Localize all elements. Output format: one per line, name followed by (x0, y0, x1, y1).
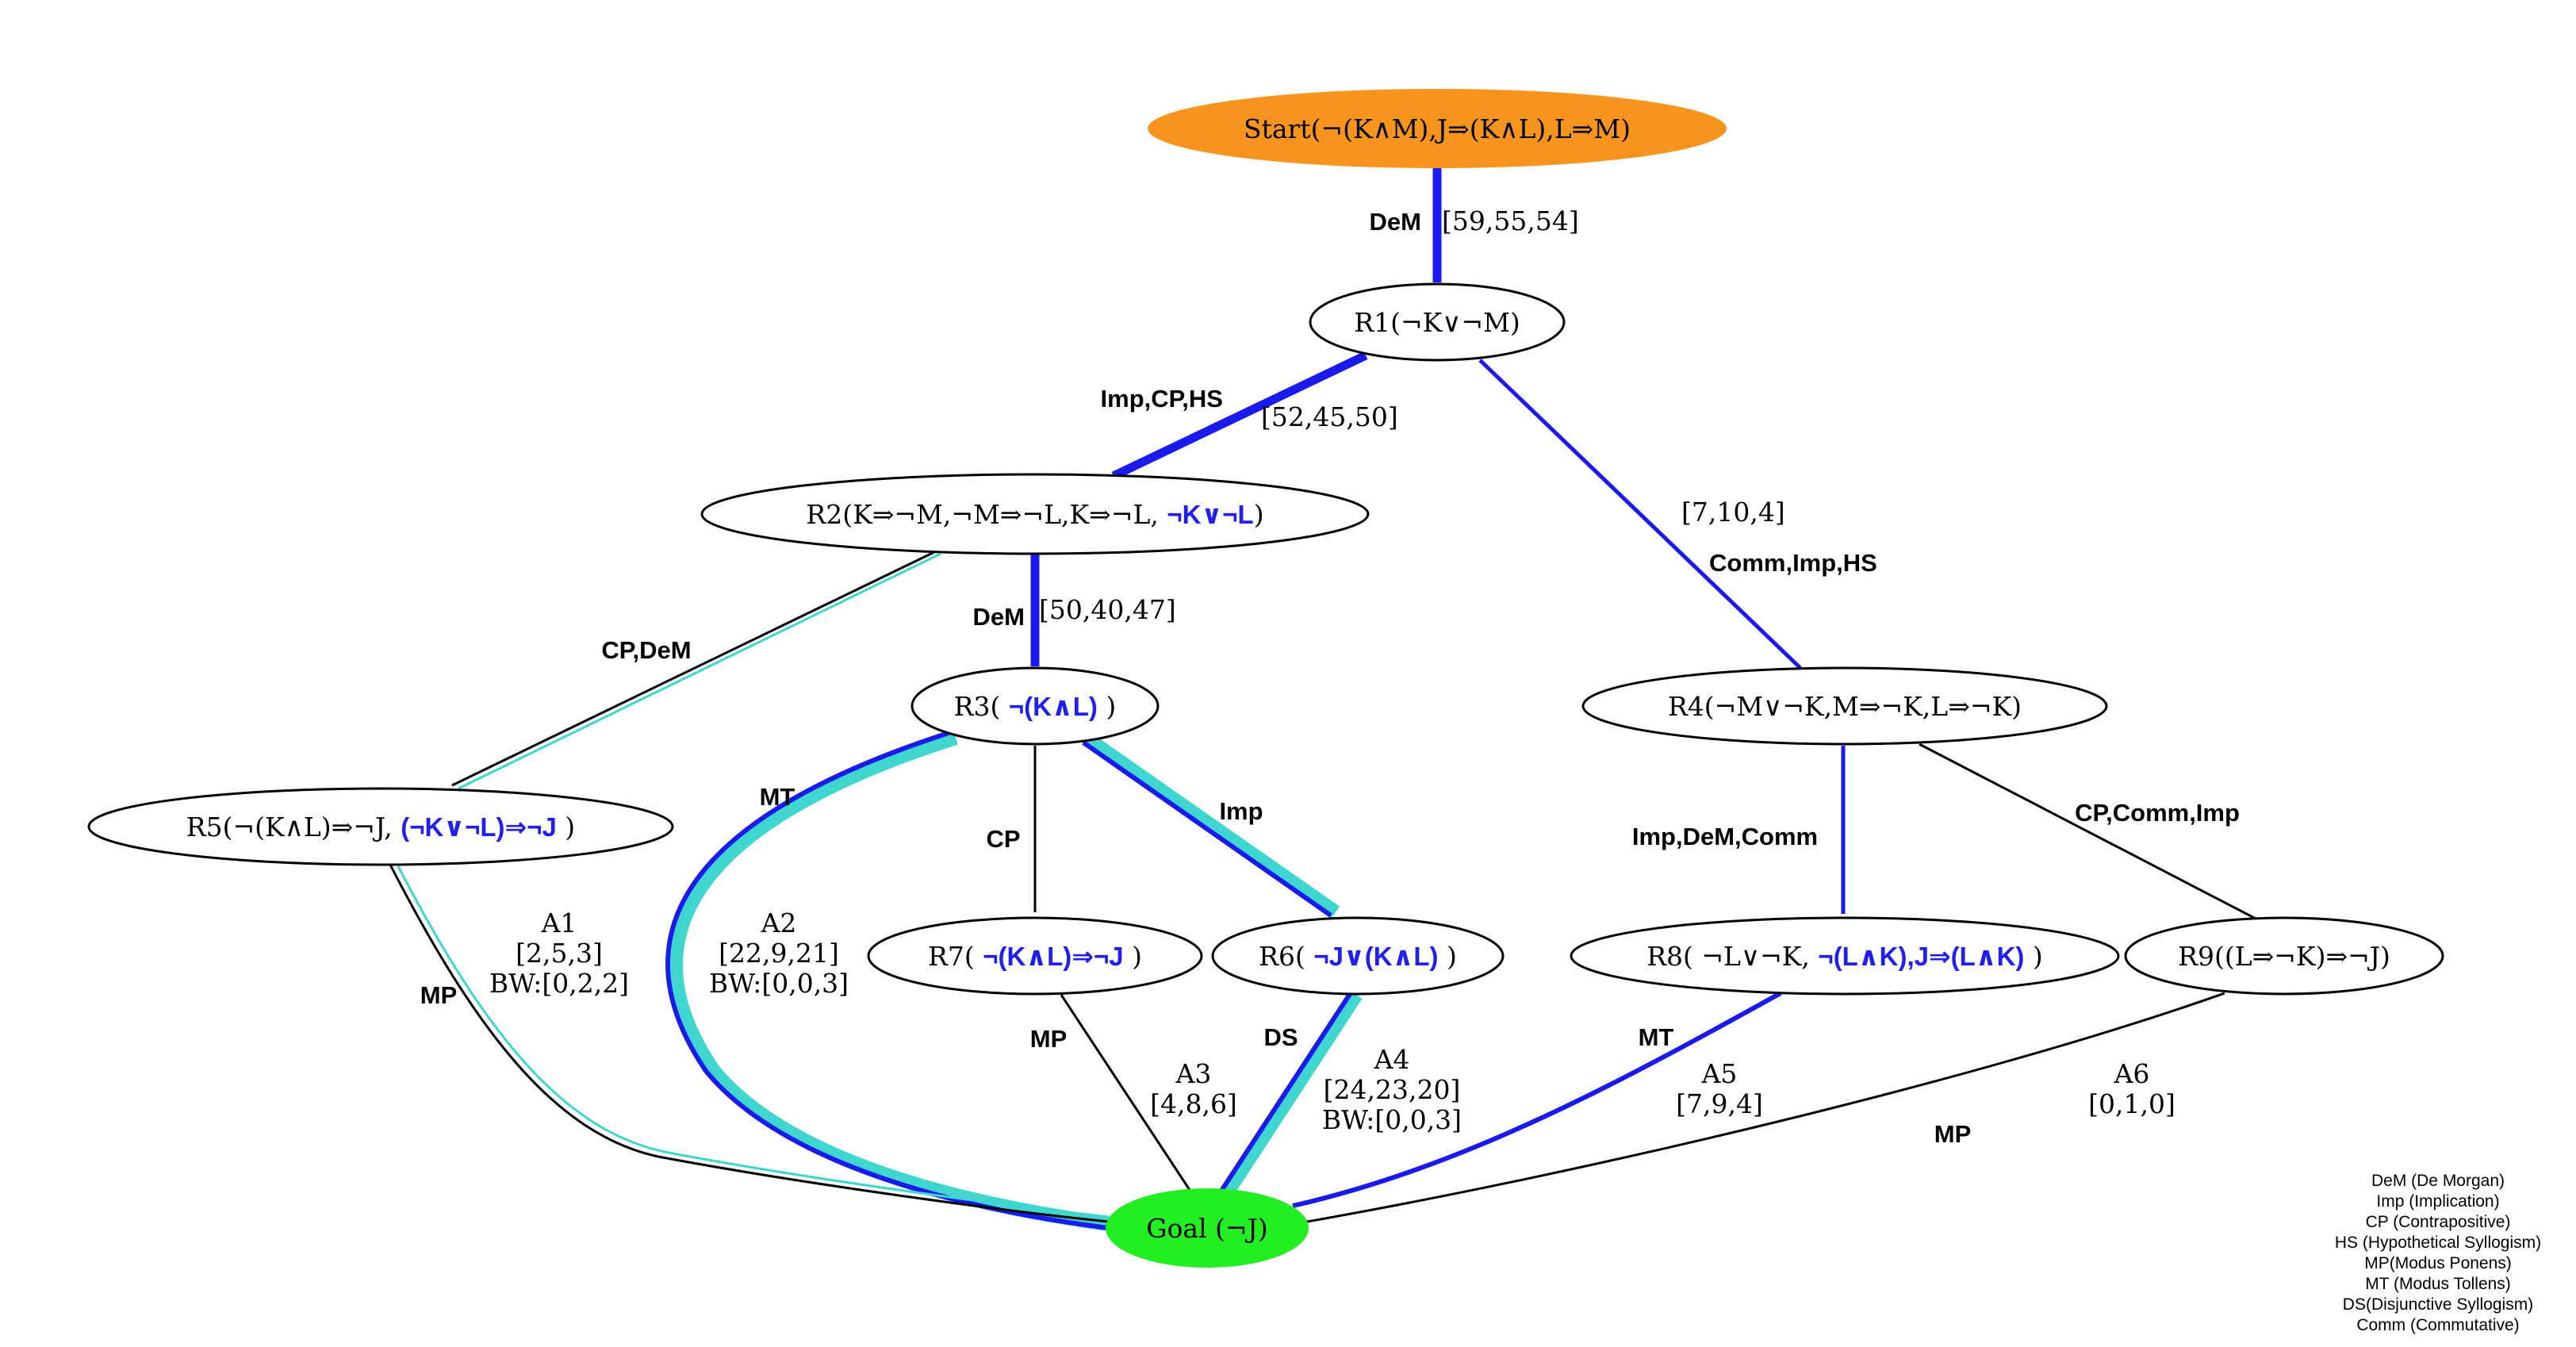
edge-label-r3-r7-rule: CP (986, 825, 1020, 853)
edge-label-r1-r4-rule: Comm,Imp,HS (1709, 549, 1877, 577)
edge-r4-r9 (1919, 743, 2260, 922)
legend-item: Comm (Commutative) (2356, 1316, 2519, 1334)
edge-label-r8-goal-rule: MT (1639, 1023, 1674, 1051)
node-r6-label: R6( ¬J∨(K∧L) ) (1259, 941, 1457, 972)
svg-text:[24,23,20]: [24,23,20] (1324, 1074, 1461, 1105)
node-r8-label: R8( ¬L∨¬K, ¬(L∧K),J⇒(L∧K) ) (1646, 941, 2043, 972)
edge-label-r2-r5-rule: CP,DeM (601, 636, 691, 664)
node-r5-label: R5(¬(K∧L)⇒¬J, (¬K∨¬L)⇒¬J ) (186, 812, 575, 842)
svg-text:[2,5,3]: [2,5,3] (516, 938, 603, 969)
node-r4[interactable]: R4(¬M∨¬K,M⇒¬K,L⇒¬K) (1581, 666, 2108, 746)
edge-label-r9-goal-rule: MP (1934, 1120, 1972, 1148)
edge-label-r3-goal-rule: MT (760, 783, 795, 811)
node-r7[interactable]: R7( ¬(K∧L)⇒¬J ) (867, 916, 1203, 996)
answer-a3: A3 [4,8,6] (1150, 1058, 1237, 1119)
answer-a1: A1 [2,5,3] BW:[0,2,2] (489, 908, 629, 999)
edge-label-r1-r2-values: [52,45,50] (1261, 401, 1398, 432)
svg-text:A2: A2 (761, 908, 797, 938)
svg-text:A6: A6 (2114, 1058, 2150, 1089)
node-goal-label: Goal (¬J) (1146, 1213, 1268, 1244)
edge-label-r5-goal-rule: MP (420, 981, 458, 1009)
edge-r7-goal (1060, 994, 1191, 1191)
edge-label-r6-goal-rule: DS (1263, 1023, 1298, 1051)
edge-label-r2-r3-values: [50,40,47] (1039, 594, 1176, 625)
answer-a5: A5 [7,9,4] (1676, 1058, 1763, 1119)
node-r3-label: R3( ¬(K∧L) ) (954, 691, 1117, 722)
edge-r8-goal (1292, 991, 1782, 1208)
edge-r2-r5 (451, 551, 941, 790)
edge-label-r1-r4-values: [7,10,4] (1681, 497, 1785, 528)
edge-label-r4-r8-rule: Imp,DeM,Comm (1632, 823, 1818, 850)
legend-item: MP(Modus Ponens) (2364, 1254, 2512, 1272)
edge-label-r1-r2-rule: Imp,CP,HS (1101, 385, 1223, 413)
edges (389, 168, 2260, 1231)
edge-label-start-r1-values: [59,55,54] (1442, 205, 1579, 236)
node-r8[interactable]: R8( ¬L∨¬K, ¬(L∧K),J⇒(L∧K) ) (1570, 916, 2120, 996)
node-r2-label: R2(K⇒¬M,¬M⇒¬L,K⇒¬L, ¬K∨¬L) (806, 499, 1263, 530)
legend-item: DeM (De Morgan) (2371, 1172, 2505, 1190)
edge-labels: DeM [59,55,54] Imp,CP,HS [52,45,50] [7,1… (420, 205, 2240, 1148)
node-r4-label: R4(¬M∨¬K,M⇒¬K,L⇒¬K) (1668, 691, 2022, 722)
legend-item: MT (Modus Tollens) (2365, 1275, 2511, 1293)
node-r2[interactable]: R2(K⇒¬M,¬M⇒¬L,K⇒¬L, ¬K∨¬L) (700, 473, 1370, 555)
answer-a2: A2 [22,9,21] BW:[0,0,3] (709, 908, 849, 999)
edge-r1-r2 (1111, 351, 1368, 480)
svg-text:[7,9,4]: [7,9,4] (1676, 1088, 1763, 1119)
svg-text:A4: A4 (1374, 1044, 1410, 1075)
edge-r9-goal (1306, 992, 2225, 1223)
node-start-label: Start(¬(K∧M),J⇒(K∧L),L⇒M) (1244, 113, 1631, 144)
node-r1-label: R1(¬K∨¬M) (1354, 307, 1520, 338)
legend-item: CP (Contrapositive) (2366, 1213, 2511, 1231)
nodes: Start(¬(K∧M),J⇒(K∧L),L⇒M) R1(¬K∨¬M) R2(K… (87, 89, 2444, 1268)
answer-a6: A6 [0,1,0] (2088, 1058, 2175, 1119)
node-start[interactable]: Start(¬(K∧M),J⇒(K∧L),L⇒M) (1148, 89, 1727, 168)
legend-item: DS(Disjunctive Syllogism) (2343, 1295, 2533, 1314)
svg-text:[22,9,21]: [22,9,21] (719, 938, 839, 969)
node-r5[interactable]: R5(¬(K∧L)⇒¬J, (¬K∨¬L)⇒¬J ) (87, 787, 674, 866)
svg-text:A3: A3 (1175, 1058, 1212, 1089)
svg-text:[0,1,0]: [0,1,0] (2088, 1088, 2175, 1119)
legend-item: Imp (Implication) (2376, 1192, 2499, 1211)
node-r9[interactable]: R9((L⇒¬K)⇒¬J) (2124, 916, 2444, 996)
svg-text:A1: A1 (541, 908, 577, 938)
svg-text:BW:[0,0,3]: BW:[0,0,3] (709, 968, 849, 999)
node-r6[interactable]: R6( ¬J∨(K∧L) ) (1211, 916, 1505, 996)
answer-a4: A4 [24,23,20] BW:[0,0,3] (1322, 1044, 1462, 1135)
edge-r3-goal (665, 731, 1110, 1231)
answer-labels: A1 [2,5,3] BW:[0,2,2] A2 [22,9,21] BW:[0… (489, 908, 2175, 1135)
edge-label-r4-r9-rule: CP,Comm,Imp (2075, 799, 2240, 827)
svg-text:BW:[0,0,3]: BW:[0,0,3] (1322, 1104, 1462, 1135)
legend-item: HS (Hypothetical Syllogism) (2335, 1234, 2541, 1252)
svg-text:BW:[0,2,2]: BW:[0,2,2] (489, 968, 629, 999)
edge-r1-r4 (1478, 359, 1802, 670)
node-r7-label: R7( ¬(K∧L)⇒¬J ) (928, 941, 1142, 972)
edge-label-r3-r6-rule: Imp (1219, 797, 1263, 825)
edge-r5-goal (389, 864, 1110, 1223)
edge-label-r2-r3-rule: DeM (973, 603, 1025, 631)
legend: DeM (De Morgan) Imp (Implication) CP (Co… (2335, 1172, 2541, 1334)
edge-label-start-r1-rule: DeM (1370, 208, 1421, 236)
node-r3[interactable]: R3( ¬(K∧L) ) (910, 666, 1160, 746)
node-goal[interactable]: Goal (¬J) (1106, 1188, 1309, 1268)
node-r1[interactable]: R1(¬K∨¬M) (1309, 282, 1566, 362)
svg-text:A5: A5 (1701, 1058, 1738, 1089)
edge-label-r7-goal-rule: MP (1030, 1025, 1068, 1053)
svg-text:[4,8,6]: [4,8,6] (1150, 1088, 1237, 1119)
node-r9-label: R9((L⇒¬K)⇒¬J) (2178, 941, 2390, 972)
edge-r3-r6 (1082, 733, 1340, 919)
edge-r6-goal (1219, 990, 1363, 1198)
